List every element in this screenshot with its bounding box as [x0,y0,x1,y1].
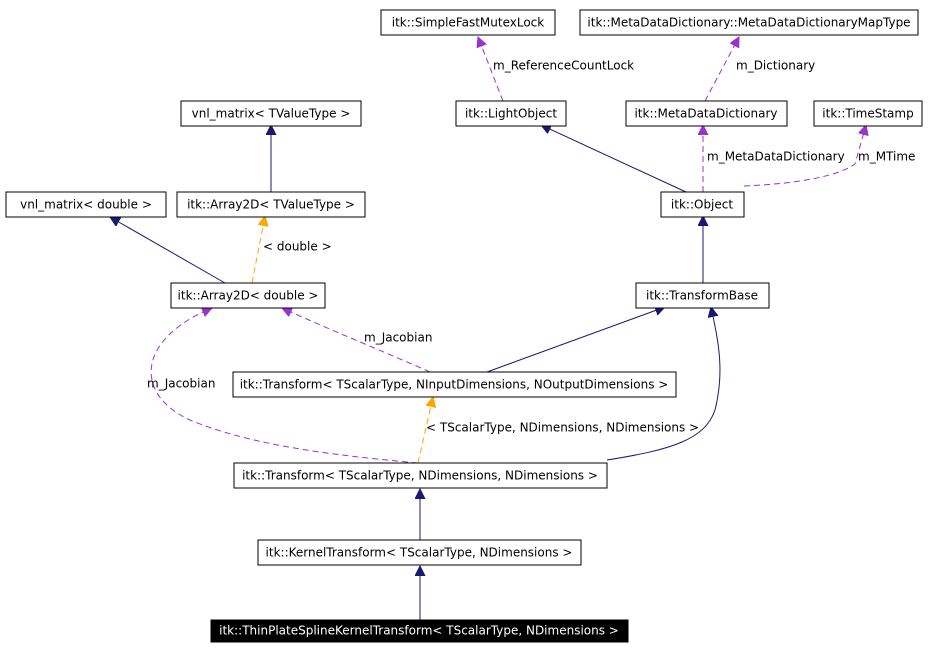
node-label: itk::MetaDataDictionary [634,107,777,121]
node-vnl-matrix-double[interactable]: vnl_matrix< double > [5,191,167,218]
node-transform-ninput-noutput[interactable]: itk::Transform< TScalarType, NInputDimen… [232,371,677,398]
node-label: itk::TransformBase [646,289,758,303]
node-simple-fast-mutex-lock[interactable]: itk::SimpleFastMutexLock [380,9,556,36]
node-label: itk::KernelTransform< TScalarType, NDime… [266,546,573,560]
node-thin-plate-spline-kernel-transform[interactable]: itk::ThinPlateSplineKernelTransform< TSc… [210,619,629,643]
node-label: itk::Array2D< double > [178,289,319,303]
edge-dictionary [704,37,739,102]
edge-jacobian-left [150,308,419,464]
node-label: itk::Object [671,198,733,212]
edge-transform-template [417,397,433,464]
node-time-stamp[interactable]: itk::TimeStamp [813,100,923,127]
node-light-object[interactable]: itk::LightObject [455,100,567,127]
node-metadata-dictionary-map-type[interactable]: itk::MetaDataDictionary::MetaDataDiction… [579,9,919,36]
node-label: itk::Transform< TScalarType, NInputDimen… [240,378,669,392]
node-metadata-dictionary[interactable]: itk::MetaDataDictionary [625,100,788,127]
node-kernel-transform[interactable]: itk::KernelTransform< TScalarType, NDime… [257,539,582,566]
node-label: itk::Transform< TScalarType, NDimensions… [242,469,598,483]
label-array2d-double-template: < double > [263,240,332,254]
edge-array2d-double-template [251,216,265,284]
node-label: itk::ThinPlateSplineKernelTransform< TSc… [219,624,619,638]
node-array2d-double[interactable]: itk::Array2D< double > [170,282,326,309]
edge-array2d-double-to-vnl-matrix-double [110,217,226,284]
node-label: itk::SimpleFastMutexLock [392,16,545,30]
label-jacobian-left: m_Jacobian [147,377,215,391]
node-vnl-matrix-tvaluetype[interactable]: vnl_matrix< TValueType > [180,100,362,127]
node-array2d-tvaluetype[interactable]: itk::Array2D< TValueType > [176,191,366,218]
node-transform-ndim-ndim[interactable]: itk::Transform< TScalarType, NDimensions… [233,462,608,489]
edge-object-to-lightobject [541,125,687,193]
edge-reference-count-lock [478,37,504,102]
edge-jacobian-right [282,308,431,373]
edge-transform-ndim-to-transformbase [606,307,721,461]
node-label: vnl_matrix< double > [20,198,152,212]
node-label: itk::TimeStamp [822,107,913,121]
node-label: itk::MetaDataDictionary::MetaDataDiction… [587,16,910,30]
node-transform-base[interactable]: itk::TransformBase [635,282,770,309]
edge-mtime [743,125,866,187]
node-label: itk::LightObject [465,107,557,121]
edge-transform-to-transformbase [486,307,665,373]
label-reference-count-lock: m_ReferenceCountLock [493,59,634,73]
node-object[interactable]: itk::Object [660,191,745,218]
label-jacobian-right: m_Jacobian [364,331,432,345]
label-dictionary: m_Dictionary [736,59,815,73]
label-mtime: m_MTime [858,150,915,164]
label-transform-template: < TScalarType, NDimensions, NDimensions … [426,421,699,435]
node-label: vnl_matrix< TValueType > [192,107,351,121]
node-label: itk::Array2D< TValueType > [187,198,355,212]
label-metadata-dictionary: m_MetaDataDictionary [707,150,845,164]
